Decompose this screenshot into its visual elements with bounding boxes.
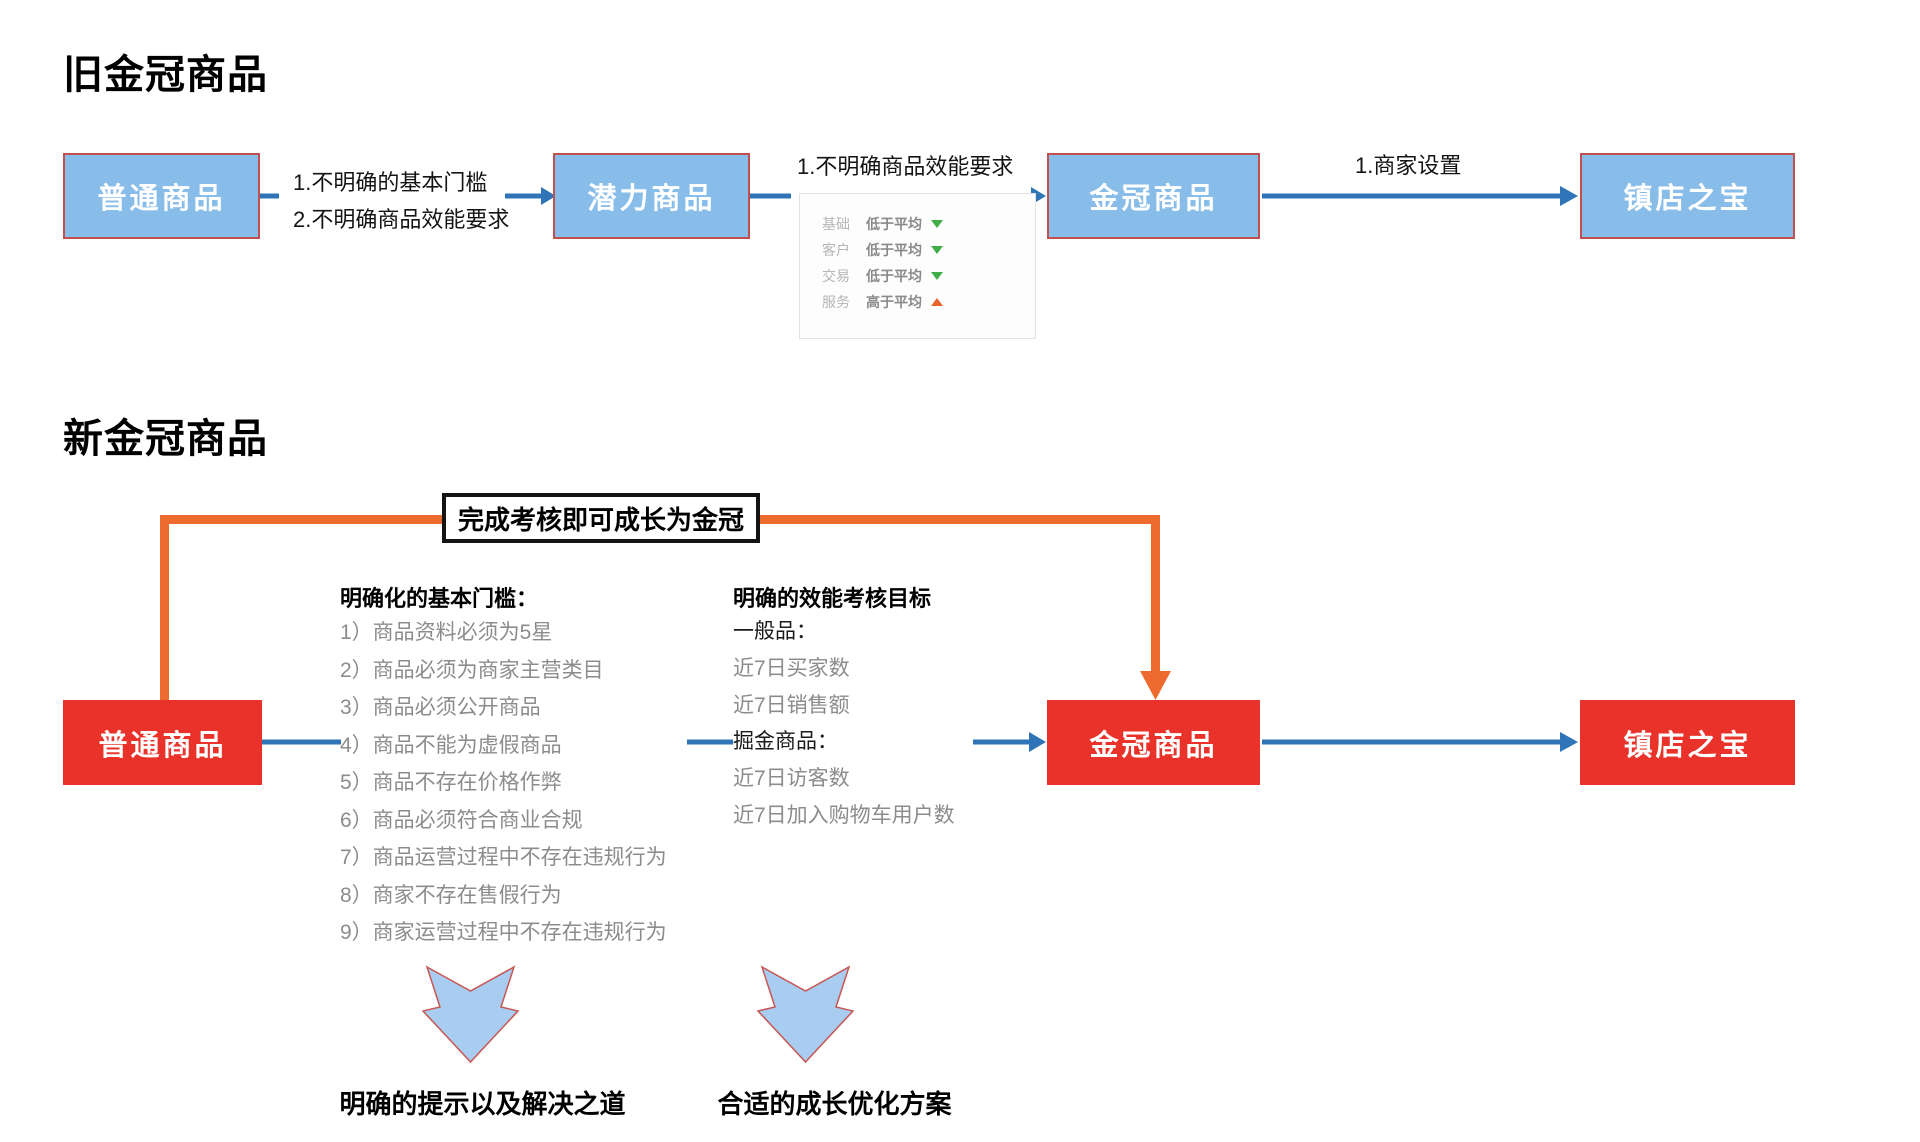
list-group-label: 掘金商品： [733,730,838,754]
new-section-title: 新金冠商品 [63,417,268,461]
metric-value: 低于平均 [866,268,922,284]
chevron-down-arrow-left-icon [421,965,520,1064]
node-label: 金冠商品 [1089,183,1218,215]
list-item: 8）商家不存在售假行为 [340,883,562,907]
node-label: 普通商品 [98,729,227,762]
edge-label-normal-to-potential: 1.不明确的基本门槛 2.不明确商品效能要求 [293,164,509,238]
list-item: 3）商品必须公开商品 [340,696,541,719]
edge-label-potential-to-gold: 1.不明确商品效能要求 [797,154,1014,179]
arrowhead-right-icon [541,187,556,205]
node-ordinary-product-old: 普通商品 [63,153,260,239]
metric-value: 高于平均 [866,294,922,310]
outcome-right-label: 合适的成长优化方案 [717,1089,952,1119]
old-section-title: 旧金冠商品 [63,53,268,97]
list-group-label: 一般品： [733,620,817,643]
trend-down-icon [931,272,943,280]
list-item: 7）商品运营过程中不存在违规行为 [340,846,667,869]
metric-label: 交易 [822,268,850,284]
metric-row: 客户 低于平均 [822,237,1035,263]
node-gold-crown-product-old: 金冠商品 [1047,153,1260,239]
list-item: 近7日销售额 [733,693,850,717]
metrics-panel: 基础 低于平均 客户 低于平均 交易 低于平均 服务 高于平均 [799,193,1036,339]
target-list: 一般品： 近7日买家数 近7日销售额 掘金商品： 近7日访客数 近7日加入购物车… [733,614,955,835]
threshold-list: 1）商品资料必须为5星 2）商品必须为商家主营类目 3）商品必须公开商品 4）商… [340,614,667,952]
trend-up-icon [931,298,943,306]
list-item: 4）商品不能为虚假商品 [340,733,562,757]
node-label: 金冠商品 [1089,729,1218,762]
edge-label-gold-to-treasure: 1.商家设置 [1355,153,1462,178]
node-potential-product: 潜力商品 [553,153,750,239]
node-gold-crown-product-new: 金冠商品 [1047,700,1260,785]
metric-label: 基础 [822,216,850,232]
outcome-left-label: 明确的提示以及解决之道 [339,1089,626,1119]
list-item: 近7日买家数 [733,656,850,680]
list-item: 5）商品不存在价格作弊 [340,771,562,794]
metric-value: 低于平均 [866,242,922,258]
list-item: 近7日访客数 [733,767,850,791]
metric-row: 交易 低于平均 [822,263,1035,289]
metric-label: 客户 [822,242,850,258]
trend-down-icon [931,220,943,228]
edge-label-line: 1.不明确的基本门槛 [293,170,488,195]
metric-row: 基础 低于平均 [822,211,1035,237]
node-label: 镇店之宝 [1623,183,1752,215]
list-item: 近7日加入购物车用户数 [733,803,955,827]
target-list-heading: 明确的效能考核目标 [733,586,932,611]
node-ordinary-product-new: 普通商品 [63,700,262,785]
node-store-treasure-old: 镇店之宝 [1580,153,1795,239]
node-store-treasure-new: 镇店之宝 [1580,700,1795,785]
list-item: 6）商品必须符合商业合规 [340,808,583,832]
metric-value: 低于平均 [866,216,922,232]
threshold-list-heading: 明确化的基本门槛： [340,586,539,611]
node-label: 潜力商品 [587,183,716,215]
node-label: 普通商品 [97,183,226,215]
list-item: 2）商品必须为商家主营类目 [340,658,604,682]
metric-label: 服务 [822,294,850,310]
list-item: 9）商家运营过程中不存在违规行为 [340,921,667,944]
arrowhead-right-icon [1560,186,1578,206]
metric-row: 服务 高于平均 [822,289,1035,315]
list-item: 1）商品资料必须为5星 [340,621,553,644]
arrowhead-right-icon [1029,732,1046,752]
node-label: 镇店之宝 [1623,729,1752,762]
callout-grow-to-gold: 完成考核即可成长为金冠 [442,493,760,543]
orange-arrowhead-down-icon [1140,671,1171,700]
arrowhead-right-icon [1560,732,1578,752]
trend-down-icon [931,246,943,254]
chevron-down-arrow-right-icon [756,965,855,1064]
edge-label-line: 2.不明确商品效能要求 [293,207,510,232]
